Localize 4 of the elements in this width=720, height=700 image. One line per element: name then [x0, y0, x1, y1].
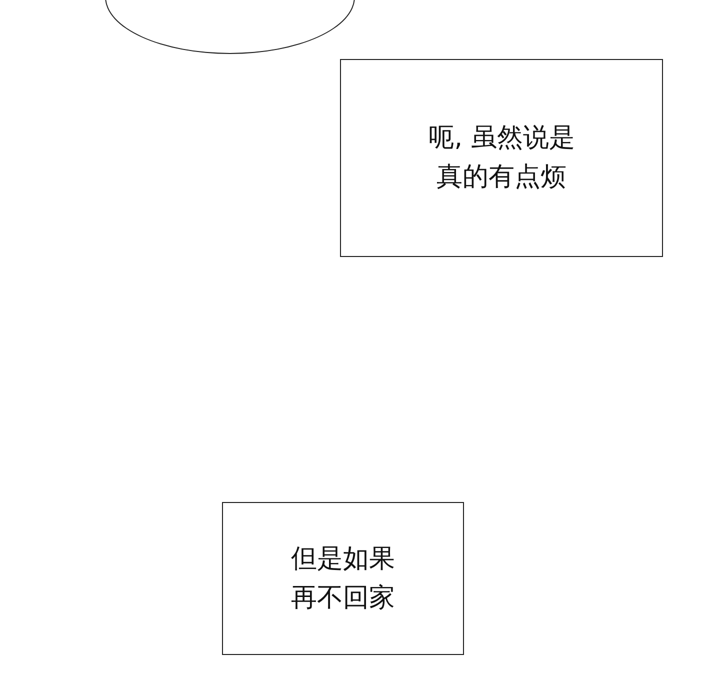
caption-box: [222, 502, 464, 655]
dialogue-text: 呃, 虽然说是真的有点烦: [427, 122, 576, 194]
caption-box: [340, 59, 663, 257]
dialogue-text: 但是如果再不回家: [290, 542, 396, 614]
